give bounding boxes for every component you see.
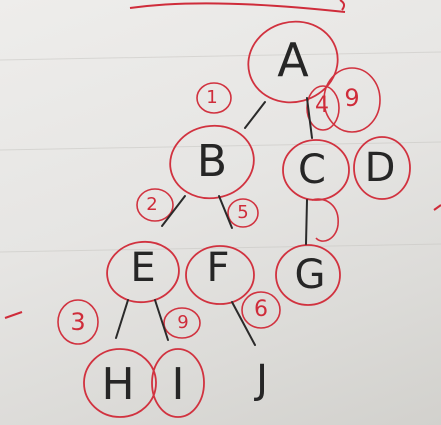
circle-weight-9b: [163, 307, 201, 339]
node-j-label: J: [256, 357, 268, 403]
edge-f-j: [231, 301, 256, 346]
edge-a-c: [306, 97, 313, 139]
circle-weight-extra: [311, 198, 339, 242]
weight-5-label: 5: [237, 202, 249, 223]
node-d-label: D: [364, 145, 396, 191]
edge-c-g: [305, 199, 308, 245]
circle-weight-9a: [323, 67, 381, 133]
weight-9b-label: 9: [177, 312, 189, 333]
circle-node-i: [151, 348, 205, 418]
weight-2-label: 2: [146, 194, 158, 215]
weight-9a-label: 9: [344, 84, 360, 112]
circle-weight-5: [227, 198, 259, 228]
top-red-tick: [339, 0, 346, 11]
edge-b-e: [161, 195, 186, 227]
circle-weight-1: [196, 82, 232, 114]
edge-a-b: [244, 101, 266, 129]
ruling-line-1: [0, 51, 441, 61]
weight-4-label: 4: [315, 93, 329, 118]
node-g-label: G: [294, 252, 326, 298]
circle-node-f: [185, 245, 255, 305]
circle-node-h: [83, 348, 157, 418]
weight-1-label: 1: [206, 87, 218, 108]
circle-node-c: [282, 139, 350, 201]
circle-weight-3: [57, 299, 99, 345]
node-c-label: C: [298, 147, 326, 193]
node-e-label: E: [130, 245, 156, 291]
ruling-line-2: [0, 141, 441, 151]
edge-b-f: [218, 195, 233, 229]
node-b-label: B: [196, 136, 228, 187]
left-red-mark: [4, 311, 23, 319]
weight-3-label: 3: [70, 308, 86, 336]
right-red-mark: [433, 204, 441, 211]
edge-e-i: [154, 299, 169, 341]
weight-6-label: 6: [254, 297, 268, 322]
ruling-line-3: [0, 243, 441, 253]
circle-weight-2: [136, 188, 174, 222]
node-h-label: H: [101, 359, 135, 410]
node-a-label: A: [277, 33, 309, 87]
node-f-label: F: [206, 245, 230, 291]
edge-e-h: [115, 299, 129, 339]
node-i-label: I: [171, 359, 185, 410]
circle-weight-4: [306, 85, 340, 131]
top-red-stroke: [129, 2, 346, 13]
circle-node-d: [353, 136, 411, 200]
circle-weight-6: [241, 291, 281, 329]
circle-node-e: [106, 240, 180, 304]
circle-node-b: [169, 124, 255, 200]
circle-node-a: [247, 20, 339, 104]
circle-node-g: [275, 244, 341, 306]
